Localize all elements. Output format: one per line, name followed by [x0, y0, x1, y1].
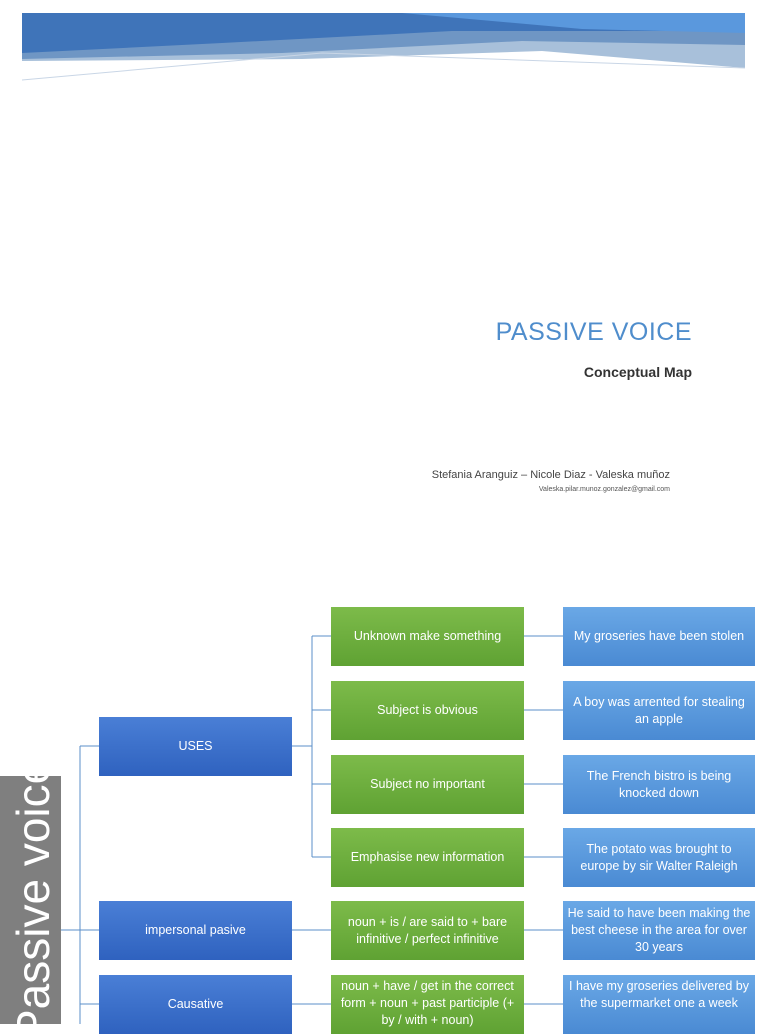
- node-impersonal-structure: noun + is / are said to + bare infinitiv…: [331, 901, 524, 960]
- document-title: PASSIVE VOICE: [495, 318, 692, 346]
- example-unknown: My groseries have been stolen: [563, 607, 755, 666]
- side-label-panel: Passive voice: [0, 776, 61, 1024]
- example-obvious: A boy was arrented for stealing an apple: [563, 681, 755, 740]
- author-email: Valeska.pilar.munoz.gonzalez@gmail.com: [538, 486, 670, 493]
- node-uses: USES: [99, 717, 292, 776]
- header-banner: [22, 13, 745, 81]
- node-use-emphasise: Emphasise new information: [331, 828, 524, 887]
- example-emphasise: The potato was brought to europe by sir …: [563, 828, 755, 887]
- authors-line: Stefania Aranguiz – Nicole Diaz - Valesk…: [431, 469, 670, 481]
- node-causative: Causative: [99, 975, 292, 1034]
- node-use-unknown: Unknown make something: [331, 607, 524, 666]
- document-subtitle: Conceptual Map: [583, 364, 692, 380]
- side-label-text: Passive voice: [7, 776, 59, 1024]
- node-impersonal-passive: impersonal pasive: [99, 901, 292, 960]
- example-causative: I have my groseries delivered by the sup…: [563, 975, 755, 1034]
- example-impersonal: He said to have been making the best che…: [563, 901, 755, 960]
- node-use-not-important: Subject no important: [331, 755, 524, 814]
- node-use-obvious: Subject is obvious: [331, 681, 524, 740]
- node-causative-structure: noun + have / get in the correct form + …: [331, 975, 524, 1034]
- example-not-important: The French bistro is being knocked down: [563, 755, 755, 814]
